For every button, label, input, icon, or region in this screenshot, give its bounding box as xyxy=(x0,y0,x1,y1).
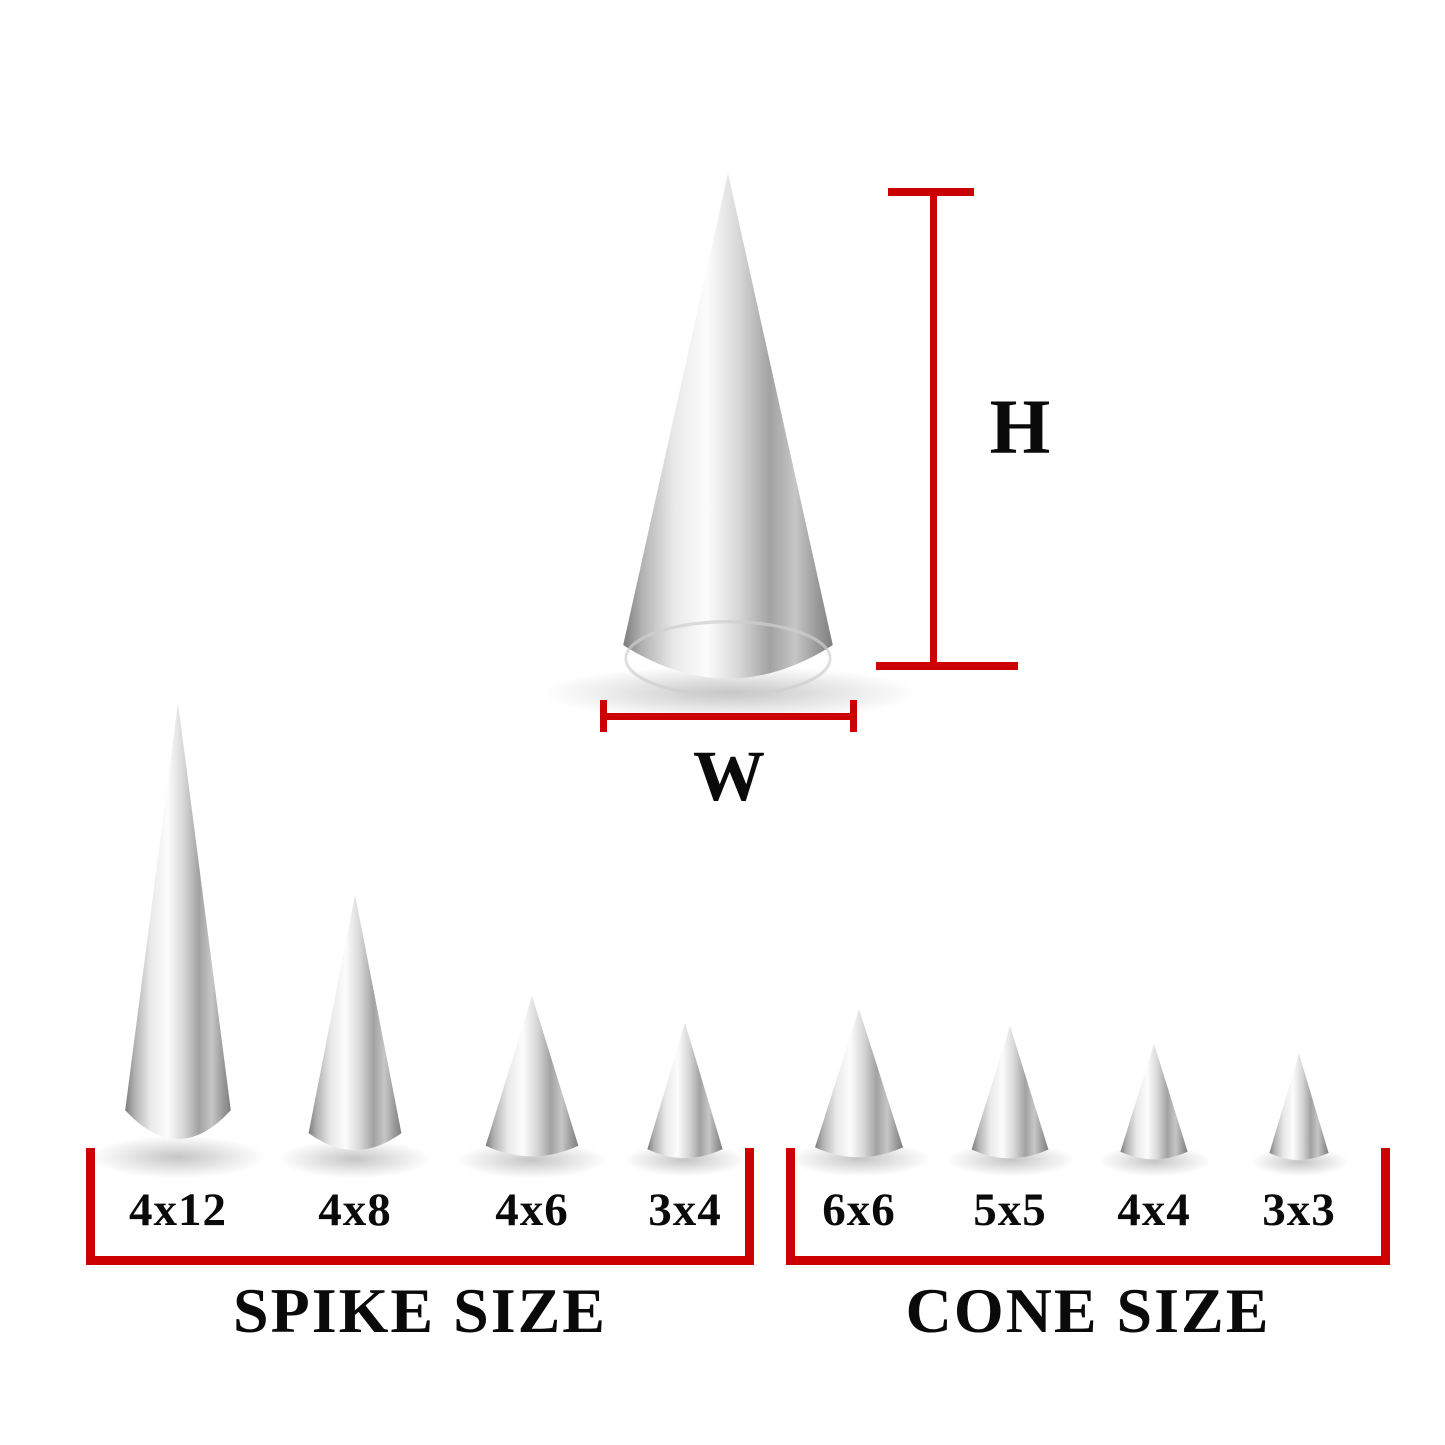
width-line xyxy=(603,713,855,720)
spike-size-label-4x6: 4x6 xyxy=(495,1184,569,1236)
spike-figure-4x12 xyxy=(112,700,244,1168)
spike-figure-3x4 xyxy=(638,1022,732,1167)
spike-figure-4x8 xyxy=(297,893,413,1167)
width-label: W xyxy=(693,736,765,816)
cone-size-label-3x3: 3x3 xyxy=(1262,1184,1336,1236)
cone-figure-4x4 xyxy=(1112,1043,1196,1167)
spike-shadow-1 xyxy=(92,1136,264,1178)
spike-group-bracket xyxy=(86,1148,754,1265)
spike-size-label-4x12: 4x12 xyxy=(129,1184,227,1236)
cone-figure-5x5 xyxy=(962,1025,1058,1167)
cone-size-label-5x5: 5x5 xyxy=(973,1184,1047,1236)
height-label: H xyxy=(989,383,1051,470)
spike-figure-4x6 xyxy=(474,995,590,1167)
spike-size-label-4x8: 4x8 xyxy=(318,1184,392,1236)
cone-group-bracket xyxy=(786,1148,1390,1265)
spike-group-title: SPIKE SIZE xyxy=(233,1275,607,1346)
cone-group-title: CONE SIZE xyxy=(905,1275,1271,1346)
cone-figure-3x3 xyxy=(1262,1053,1336,1167)
main-cone-figure xyxy=(597,170,859,712)
cone-size-label-4x4: 4x4 xyxy=(1117,1184,1191,1236)
cone-size-label-6x6: 6x6 xyxy=(822,1184,896,1236)
cone-figure-6x6 xyxy=(804,1008,914,1167)
spike-size-label-3x4: 3x4 xyxy=(648,1184,722,1236)
height-tick-bottom xyxy=(876,662,1018,670)
height-line xyxy=(930,190,937,670)
width-tick-right xyxy=(850,700,857,732)
